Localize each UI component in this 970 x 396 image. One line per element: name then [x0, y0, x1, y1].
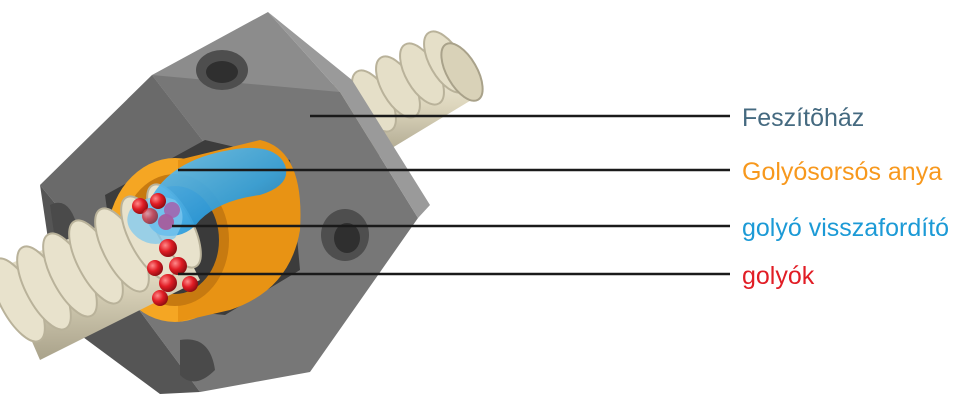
- label-ball-nut: Golyósorsós anya: [742, 158, 942, 186]
- mounting-hole-bottom: [180, 339, 215, 382]
- label-balls: golyók: [742, 262, 815, 290]
- label-ball-return: golyó visszafordító: [742, 214, 949, 242]
- balls: [132, 193, 198, 306]
- label-housing: Feszítõház: [742, 104, 864, 132]
